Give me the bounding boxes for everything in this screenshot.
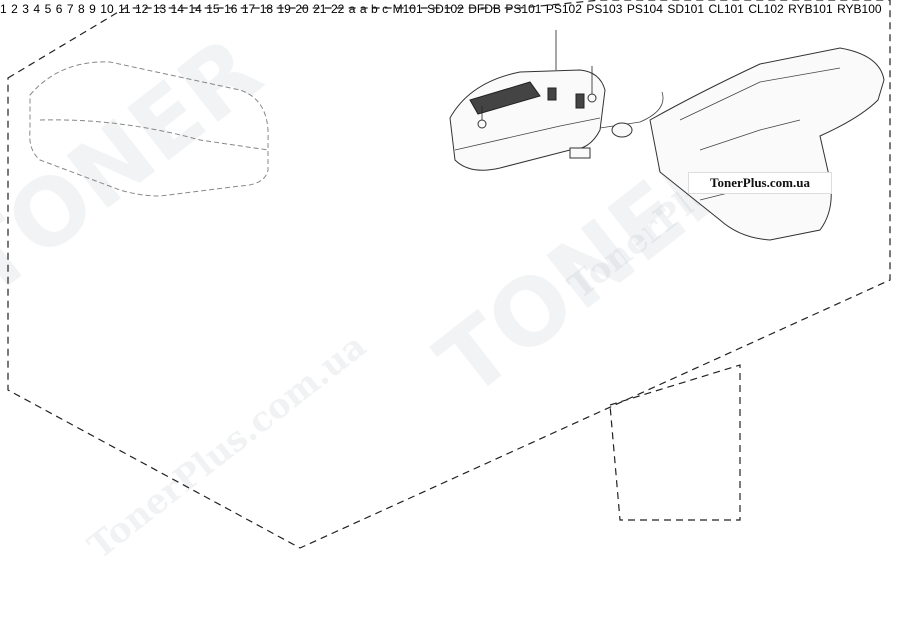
callout-15: 15 xyxy=(206,2,220,16)
sub-boundary xyxy=(609,364,741,521)
callout-m101: M101 xyxy=(392,2,423,16)
callout-4: 4 xyxy=(33,2,41,16)
callout-7: 7 xyxy=(66,2,74,16)
callout-18: 18 xyxy=(259,2,274,16)
watermark-brand: TONER xyxy=(0,17,281,318)
lower-right-ghost: 1 2 3 4 5 6 7 8 9 10 11 12 13 14 14 15 1… xyxy=(0,0,882,194)
cable-part-4 xyxy=(569,91,664,159)
callout-a-2: a xyxy=(359,2,367,16)
callout-13: 13 xyxy=(152,2,167,16)
callout-cl101: CL101 xyxy=(708,2,744,16)
callout-ps104: PS104 xyxy=(626,2,663,16)
sensor-ps104: 1 2 3 4 5 6 7 8 9 10 11 12 13 14 14 15 1… xyxy=(0,0,882,194)
callout-2: 2 xyxy=(11,2,18,16)
part-22: 1 2 3 4 5 6 7 8 9 10 11 12 13 14 14 15 1… xyxy=(0,0,882,194)
callout-cl102: CL102 xyxy=(748,2,784,16)
sensor-ps102: 1 2 3 4 5 6 7 8 9 10 11 12 13 14 14 15 1… xyxy=(0,0,882,194)
callout-10: 10 xyxy=(100,2,114,16)
callout-9: 9 xyxy=(89,2,96,16)
callout-ryb100: RYB100 xyxy=(837,2,882,16)
callout-14-right: 14 xyxy=(188,2,202,16)
callout-20: 20 xyxy=(295,2,309,16)
callout-17: 17 xyxy=(241,2,256,16)
callout-1: 1 xyxy=(0,2,7,16)
cable-15: 1 2 3 4 5 6 7 8 9 10 11 12 13 14 14 15 1… xyxy=(0,0,882,194)
callout-ps103: PS103 xyxy=(586,2,623,16)
callout-6: 6 xyxy=(55,2,63,16)
callout-b: b xyxy=(371,2,378,16)
relay-board-ryb100: 1 2 3 4 5 6 7 8 9 10 11 12 13 14 14 15 1… xyxy=(0,0,882,194)
callout-14-left: 14 xyxy=(170,2,184,16)
callout-ps101: PS101 xyxy=(505,2,542,16)
callout-19: 19 xyxy=(277,2,291,16)
callout-sd101: SD101 xyxy=(667,2,705,16)
watermark-badge: TonerPlus.com.ua xyxy=(688,172,832,194)
callout-ryb101: RYB101 xyxy=(788,2,833,16)
callout-ps102: PS102 xyxy=(545,2,582,16)
assembly-boundary xyxy=(7,0,891,549)
callout-sd102: SD102 xyxy=(427,2,464,16)
callout-c: c xyxy=(382,2,389,16)
df-upper-cover xyxy=(449,69,606,171)
sensor-ps101: 1 2 3 4 5 6 7 8 9 10 11 12 13 14 14 15 1… xyxy=(0,0,882,194)
callout-21: 21 xyxy=(313,2,327,16)
part-21: 1 2 3 4 5 6 7 8 9 10 11 12 13 14 14 15 1… xyxy=(0,0,882,194)
callout-12: 12 xyxy=(135,2,149,16)
sensor-ps103: 1 2 3 4 5 6 7 8 9 10 11 12 13 14 14 15 1… xyxy=(0,0,882,194)
callout-8: 8 xyxy=(77,2,85,16)
callout-16: 16 xyxy=(224,2,238,16)
top-cover-ghost xyxy=(29,61,269,197)
callout-22: 22 xyxy=(330,2,345,16)
screw-a-1 xyxy=(477,106,487,129)
lower-left-ghost: 1 2 3 4 5 6 7 8 9 10 11 12 13 14 14 15 1… xyxy=(0,0,882,194)
callout-dfdb: DFDB xyxy=(468,2,501,16)
screw-a-2 xyxy=(587,66,597,103)
callout-labels: 1 2 3 4 5 6 7 8 9 10 11 12 13 14 14 15 1… xyxy=(0,0,882,17)
watermark-url: TonerPlus.com.ua xyxy=(81,326,374,567)
callout-a-1: a xyxy=(348,2,356,16)
callout-3: 3 xyxy=(22,2,29,16)
callout-5: 5 xyxy=(44,2,52,16)
